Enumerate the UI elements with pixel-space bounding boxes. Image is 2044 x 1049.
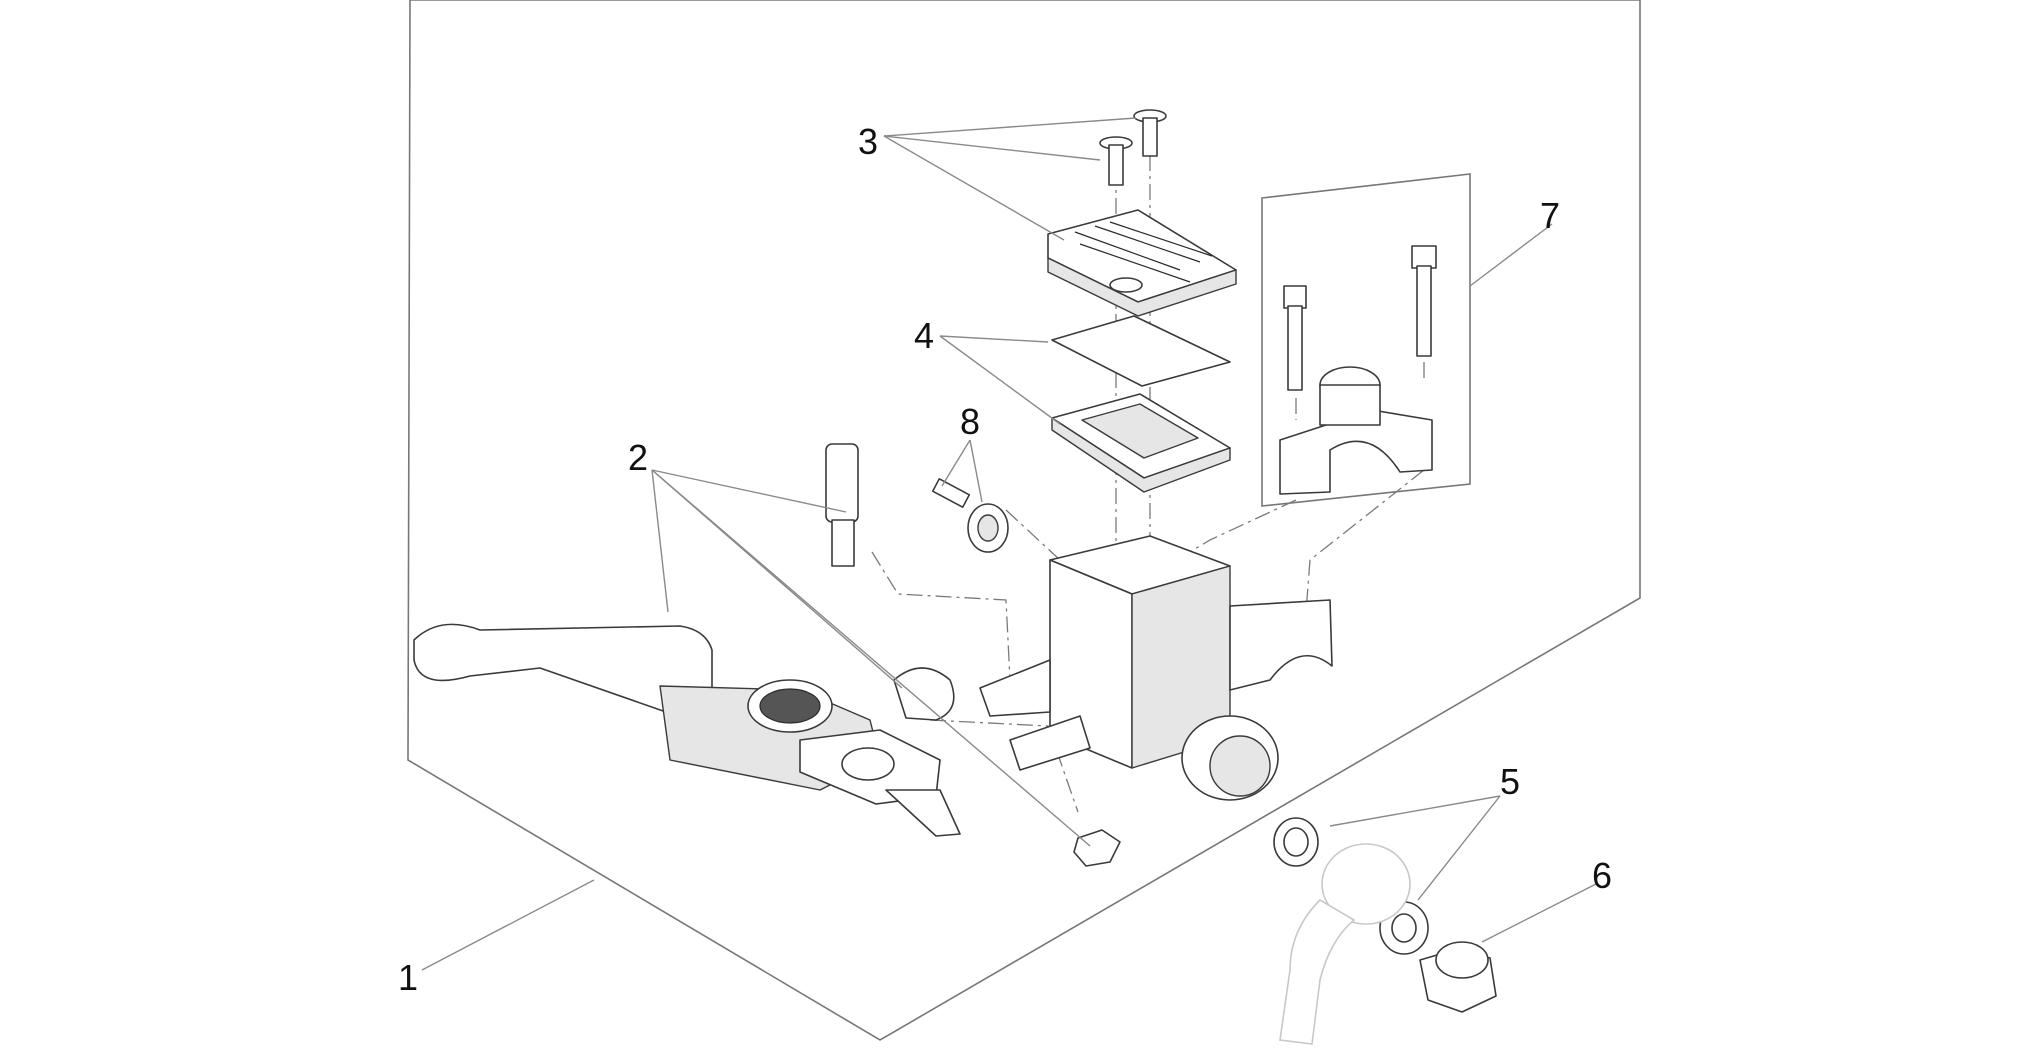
reservoir-cap bbox=[1047, 209, 1237, 317]
lever-pivot-pin bbox=[825, 443, 859, 567]
handlebar-clamp bbox=[1279, 366, 1433, 495]
callout-8: 8 bbox=[960, 401, 980, 442]
master-cylinder-body bbox=[979, 535, 1333, 801]
kit-boundary bbox=[407, 0, 1641, 1041]
rubber-diaphragm bbox=[1051, 393, 1231, 493]
reservoir-cap-screws bbox=[1099, 109, 1167, 186]
callout-3: 3 bbox=[858, 121, 878, 162]
banjo-bolt bbox=[1419, 941, 1497, 1013]
clamp-bolts bbox=[1283, 245, 1437, 391]
pivot-nut bbox=[1073, 829, 1121, 867]
brake-lever bbox=[413, 623, 961, 837]
callout-1: 1 bbox=[398, 957, 418, 998]
callout-6: 6 bbox=[1592, 855, 1612, 896]
callouts: 1 2 3 4 5 6 7 8 bbox=[398, 121, 1612, 998]
banjo-fitting-reference bbox=[1279, 843, 1411, 1045]
diaphragm-plate bbox=[1051, 315, 1231, 387]
callout-4: 4 bbox=[914, 315, 934, 356]
callout-2: 2 bbox=[628, 437, 648, 478]
cap-knurl bbox=[1074, 221, 1213, 283]
callout-7: 7 bbox=[1540, 195, 1560, 236]
callout-5: 5 bbox=[1500, 761, 1520, 802]
leader-lines bbox=[421, 117, 1597, 971]
bleed-screw-set bbox=[931, 478, 1009, 553]
